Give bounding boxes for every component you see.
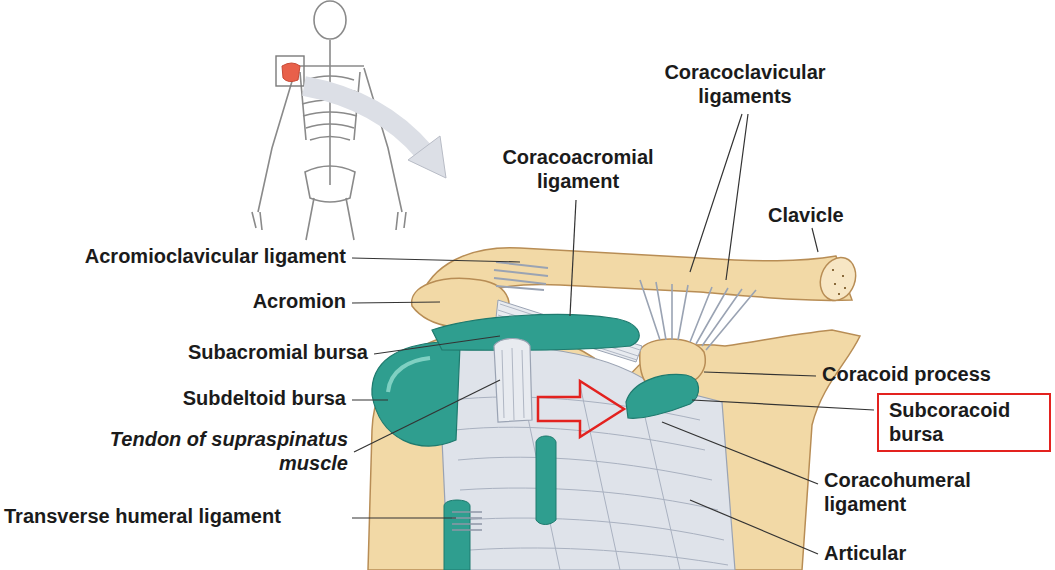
tendon-sheath [444,500,470,570]
part-label: Articular [824,541,906,565]
leader-line [812,228,818,252]
small-bursa [536,436,556,525]
leader-line [352,302,440,303]
leader-line [704,372,816,376]
hands [252,212,406,230]
leader-line [352,399,388,400]
skull [314,1,346,39]
part-label: Coracoclavicular ligaments [630,60,860,109]
leader-line [570,200,576,316]
highlight-box: Subcoracoid bursa [877,393,1051,452]
clavicles [296,65,364,67]
leader-line [352,517,456,518]
leader-line [690,114,748,280]
coracoclavicular-fibres [640,280,756,350]
part-label: Transverse humeral ligament [4,504,281,528]
leader-line [354,380,500,452]
transverse-humeral-fibres [452,512,482,530]
pelvis [305,166,355,202]
clavicle-section [815,253,862,306]
leader-line [352,258,520,262]
highlighted-shoulder [282,63,300,82]
leader-line [374,336,500,354]
legs [306,198,354,240]
leader-line [692,400,874,410]
articular-capsule [438,346,735,570]
zoom-arrow-shaft [304,86,424,152]
subcoracoid-bursa-shape [626,374,699,418]
bone-pores [832,270,846,294]
part-label: Coracoid process [822,362,991,386]
red-pointer-arrow [538,381,624,437]
part-label: Clavicle [768,203,844,227]
node-label: Subcoracoid bursa [889,398,1039,447]
highlight-box [276,56,304,86]
capsule-fibres [452,380,728,570]
part-label: Subdeltoid bursa [183,386,346,410]
part-label: Coracoacromial ligament [476,145,681,194]
leader-lines [352,114,874,554]
acromioclavicular-fibres [494,262,548,290]
tendon-fibres [502,348,524,420]
subdeltoid-bursa-shape [372,342,460,446]
zoom-arrow [304,86,446,178]
zoom-arrow-head [408,136,446,178]
part-label: Coracohumeral ligament [824,468,1024,517]
leader-line [662,422,818,484]
part-label: Acromioclavicular ligament [85,244,346,268]
part-label: Acromion [253,289,346,313]
bursa-highlight [388,358,430,392]
part-label: Subacromial bursa [188,340,368,364]
subacromial-bursa-shape [432,314,639,350]
part-label: Tendon of supraspinatus muscle [73,427,348,476]
leader-line [690,500,818,554]
